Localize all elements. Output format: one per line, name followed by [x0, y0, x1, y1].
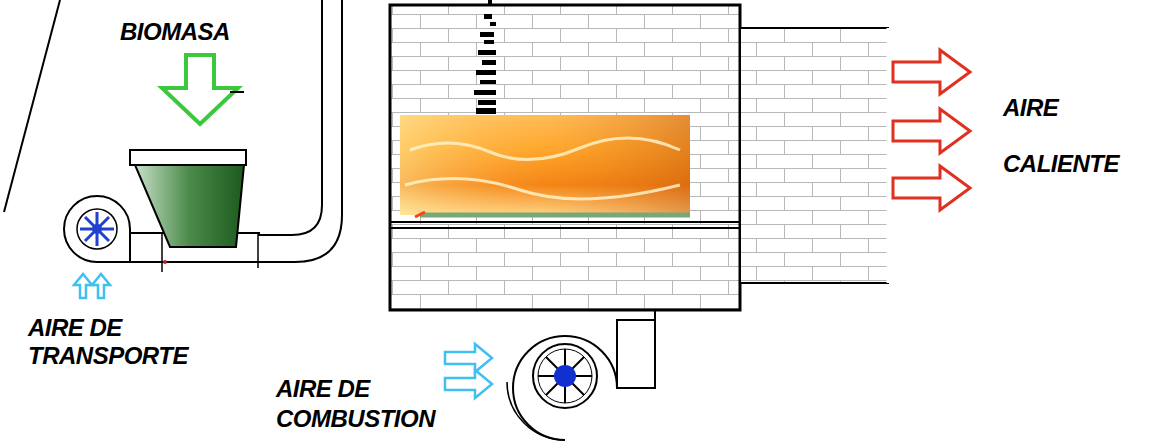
- output-label: AIRE CALIENTE: [1003, 80, 1153, 192]
- inlet-label: AIRE DE TRANSPORTE: [28, 314, 238, 370]
- inlet-label: AIRE DE COMBUSTION: [276, 374, 436, 434]
- material-label: BIOMASA: [120, 18, 280, 46]
